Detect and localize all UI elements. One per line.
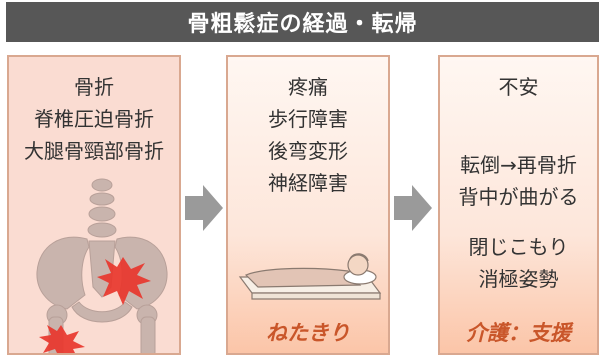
- fracture-burst-icon: [39, 325, 85, 353]
- diagram-title: 骨粗鬆症の経過・転帰: [6, 2, 599, 42]
- right-arrow-icon: [394, 185, 432, 231]
- pelvis-skeleton-icon: [36, 178, 168, 353]
- panel-fracture: 骨折 脊椎圧迫骨折 大腿骨頸部骨折: [7, 55, 181, 355]
- panel-line: 骨折: [74, 75, 114, 99]
- panel-outcome: 不安 転倒→再骨折 背中が曲がる 閉じこもり 消極姿勢 介護：支援: [438, 55, 599, 355]
- panel-line: 後弯変形: [268, 139, 348, 163]
- panel-outcome-text-c: 閉じこもり 消極姿勢: [440, 231, 597, 295]
- right-arrow-icon: [185, 185, 223, 231]
- panel-line: 神経障害: [268, 171, 348, 195]
- panel-outcome-footer: 介護：支援: [466, 321, 571, 345]
- panel-line: 消極姿勢: [478, 267, 559, 291]
- bedridden-person-icon: [238, 253, 382, 300]
- panel-line: 疼痛: [288, 75, 328, 99]
- panel-outcome-text-a: 不安: [440, 71, 597, 103]
- panel-line: 歩行障害: [268, 107, 348, 131]
- panel-line: 大腿骨頸部骨折: [24, 139, 164, 163]
- panel-line: 脊椎圧迫骨折: [34, 107, 154, 131]
- panel-outcome-text-b: 転倒→再骨折 背中が曲がる: [440, 149, 597, 213]
- panel-line: 不安: [498, 75, 539, 99]
- panel-bedridden-text: 疼痛 歩行障害 後弯変形 神経障害: [228, 71, 388, 199]
- panel-line: 転倒→再骨折: [460, 153, 577, 177]
- panel-bedridden: 疼痛 歩行障害 後弯変形 神経障害 ねたきり: [226, 55, 390, 355]
- panel-bedridden-footer: ねたきり: [266, 321, 350, 345]
- panel-line: 閉じこもり: [468, 235, 569, 259]
- fracture-burst-icon: [97, 257, 151, 305]
- panel-line: 背中が曲がる: [458, 185, 579, 209]
- panel-fracture-text: 骨折 脊椎圧迫骨折 大腿骨頸部骨折: [9, 71, 179, 167]
